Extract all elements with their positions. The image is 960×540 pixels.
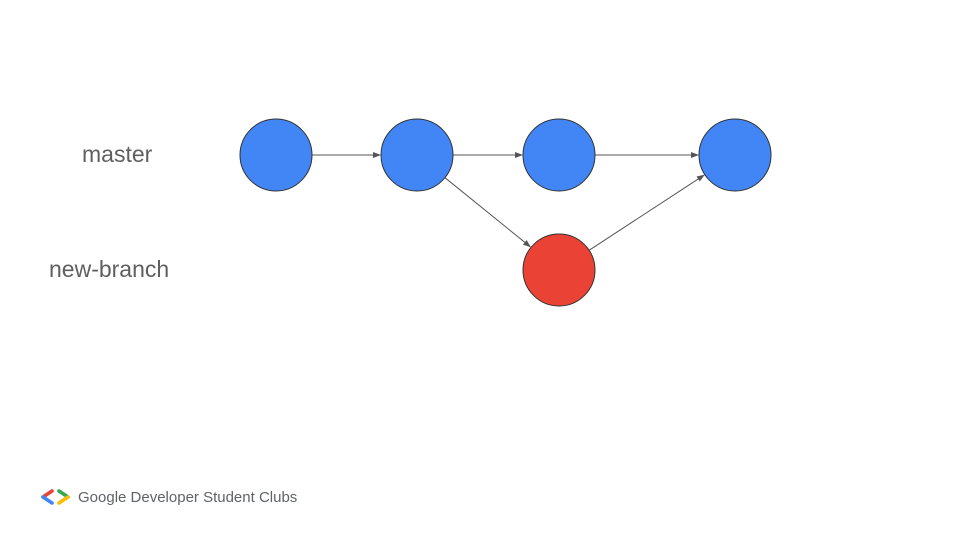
edges-layer — [312, 152, 705, 251]
commit-node-c3 — [522, 118, 596, 192]
gdsc-logo-icon — [41, 489, 70, 505]
commit-node-b1 — [522, 233, 596, 307]
nodes-layer — [239, 118, 772, 307]
branch-label-new-branch: new-branch — [49, 256, 170, 282]
commit-node-c4 — [698, 118, 772, 192]
branch-label-master: master — [82, 141, 153, 167]
edge-c2-to-b1 — [444, 177, 531, 248]
commit-node-c1 — [239, 118, 313, 192]
footer-brand: Google Developer Student Clubs — [40, 486, 297, 508]
footer-brand-text: Google Developer Student Clubs — [78, 488, 298, 506]
commit-node-c2 — [380, 118, 454, 192]
edge-b1-to-c4 — [588, 174, 705, 251]
